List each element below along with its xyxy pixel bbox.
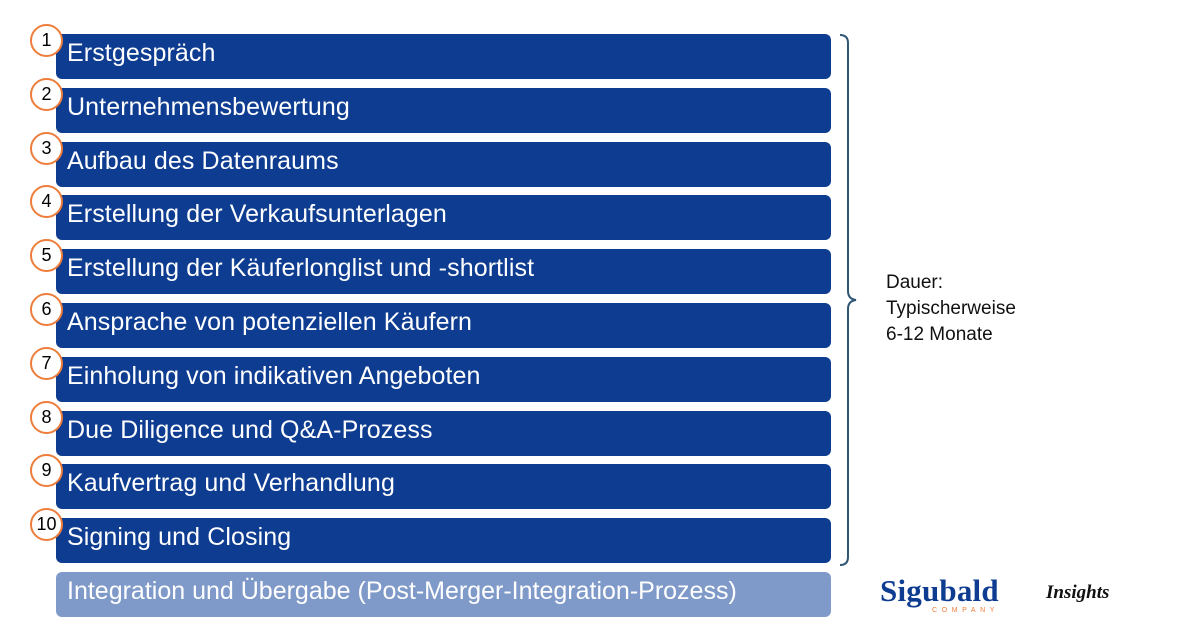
step-7: Einholung von indikativen Angeboten (56, 357, 831, 402)
step-3: Aufbau des Datenraums (56, 142, 831, 187)
step-9: Kaufvertrag und Verhandlung (56, 464, 831, 509)
step-number-badge: 10 (30, 508, 63, 541)
step-8: Due Diligence und Q&A-Prozess (56, 411, 831, 456)
step-label: Aufbau des Datenraums (67, 147, 339, 175)
step-label: Unternehmensbewertung (67, 93, 350, 121)
step-10: Signing und Closing (56, 518, 831, 563)
step-label: Erstellung der Verkaufsunterlagen (67, 200, 447, 228)
step-label: Due Diligence und Q&A-Prozess (67, 416, 433, 444)
step-label: Ansprache von potenziellen Käufern (67, 308, 473, 336)
step-number-badge: 2 (30, 78, 63, 111)
brand-name: Sigubald (880, 573, 999, 608)
brand-logo: Sigubald COMPANY (880, 573, 1040, 623)
step-number-badge: 4 (30, 185, 63, 218)
step-4: Erstellung der Verkaufsunterlagen (56, 195, 831, 240)
step-label: Einholung von indikativen Angeboten (67, 362, 481, 390)
step-number-badge: 1 (30, 24, 63, 57)
brand-tagline: Insights (1046, 582, 1110, 603)
step-label: Kaufvertrag und Verhandlung (67, 469, 395, 497)
final-step-label: Integration und Übergabe (Post-Merger-In… (67, 577, 737, 605)
step-1: Erstgespräch (56, 34, 831, 79)
final-step-integration: Integration und Übergabe (Post-Merger-In… (56, 572, 831, 617)
step-number-badge: 3 (30, 132, 63, 165)
step-number-badge: 5 (30, 239, 63, 272)
step-6: Ansprache von potenziellen Käufern (56, 303, 831, 348)
step-2: Unternehmensbewertung (56, 88, 831, 133)
step-label: Erstgespräch (67, 39, 216, 67)
step-number-badge: 6 (30, 293, 63, 326)
duration-bracket (839, 34, 857, 566)
step-number-badge: 9 (30, 454, 63, 487)
duration-qualifier: Typischerweise (886, 298, 1016, 319)
duration-value: 6-12 Monate (886, 324, 993, 345)
duration-heading: Dauer: (886, 272, 944, 293)
step-5: Erstellung der Käuferlonglist und -short… (56, 249, 831, 294)
step-label: Signing und Closing (67, 523, 292, 551)
brand-subtitle: COMPANY (932, 607, 1000, 614)
step-label: Erstellung der Käuferlonglist und -short… (67, 254, 535, 282)
duration-note: Dauer: Typischerweise 6-12 Monate (886, 270, 1016, 348)
step-number-badge: 7 (30, 347, 63, 380)
step-number-badge: 8 (30, 401, 63, 434)
